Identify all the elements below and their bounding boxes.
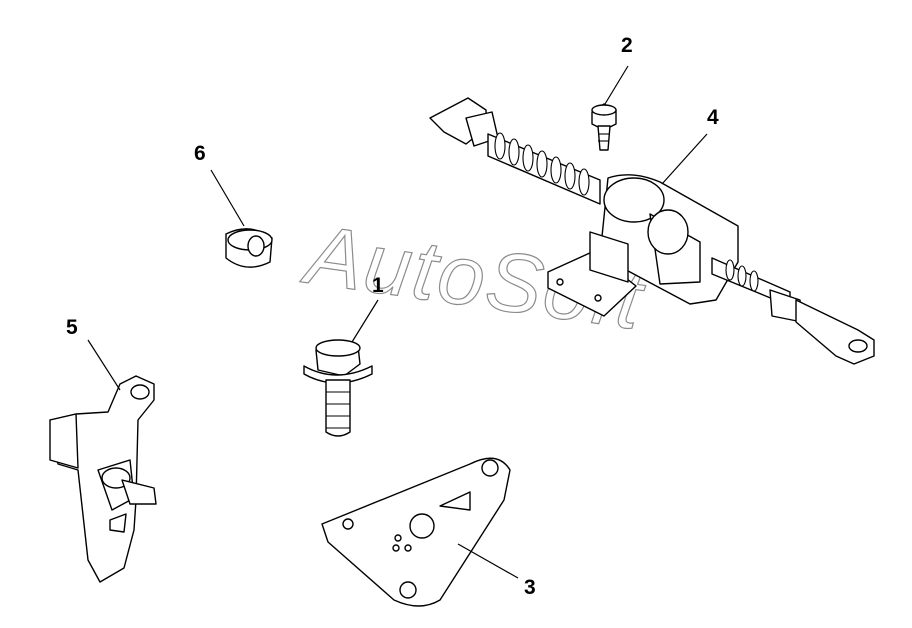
leader-1 [351, 299, 379, 343]
part-2-bolt [591, 103, 617, 151]
part-5-lever [49, 375, 157, 583]
leader-5 [87, 339, 121, 391]
part-3-plate [321, 457, 511, 607]
part-1-bolt [303, 339, 373, 437]
callout-3: 3 [524, 576, 536, 599]
callout-4: 4 [707, 106, 719, 129]
callout-5: 5 [66, 316, 78, 339]
leader-2 [604, 65, 629, 105]
callout-1: 1 [372, 274, 384, 297]
callout-2: 2 [621, 34, 633, 57]
leader-4 [661, 133, 708, 185]
part-4-solenoid [429, 97, 875, 365]
callout-6: 6 [194, 142, 206, 165]
leader-6 [210, 169, 245, 227]
leader-3 [457, 543, 519, 579]
part-6-nut [225, 228, 273, 268]
